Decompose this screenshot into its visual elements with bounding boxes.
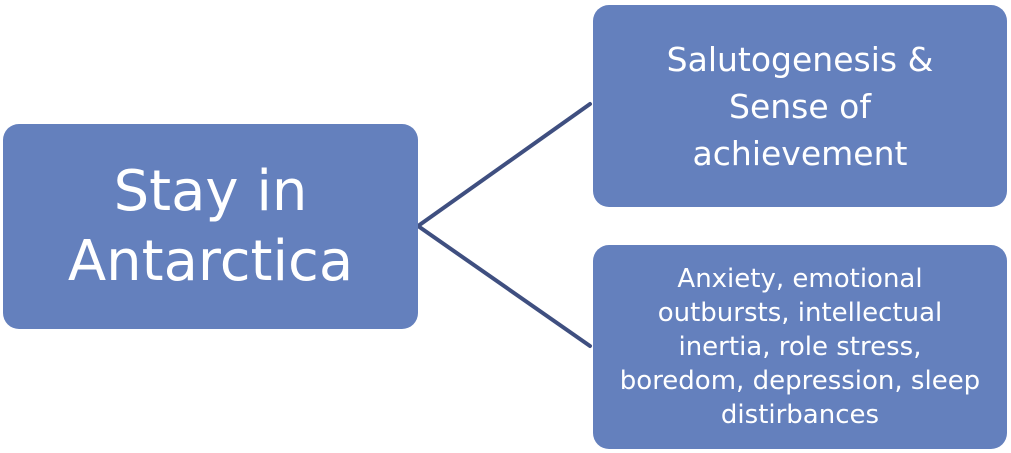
branch-node-anxiety: Anxiety, emotional outbursts, intellectu… <box>593 245 1007 449</box>
branch-node-salutogenesis: Salutogenesis & Sense of achievement <box>593 5 1007 207</box>
root-node-label: Stay in Antarctica <box>67 158 354 294</box>
branch-node-anxiety-label: Anxiety, emotional outbursts, intellectu… <box>619 264 981 430</box>
connector-to-anxiety <box>416 224 592 348</box>
branch-node-salutogenesis-label: Salutogenesis & Sense of achievement <box>666 39 934 173</box>
root-node-stay-in-antarctica: Stay in Antarctica <box>3 124 418 329</box>
connector-to-salutogenesis <box>416 102 592 228</box>
